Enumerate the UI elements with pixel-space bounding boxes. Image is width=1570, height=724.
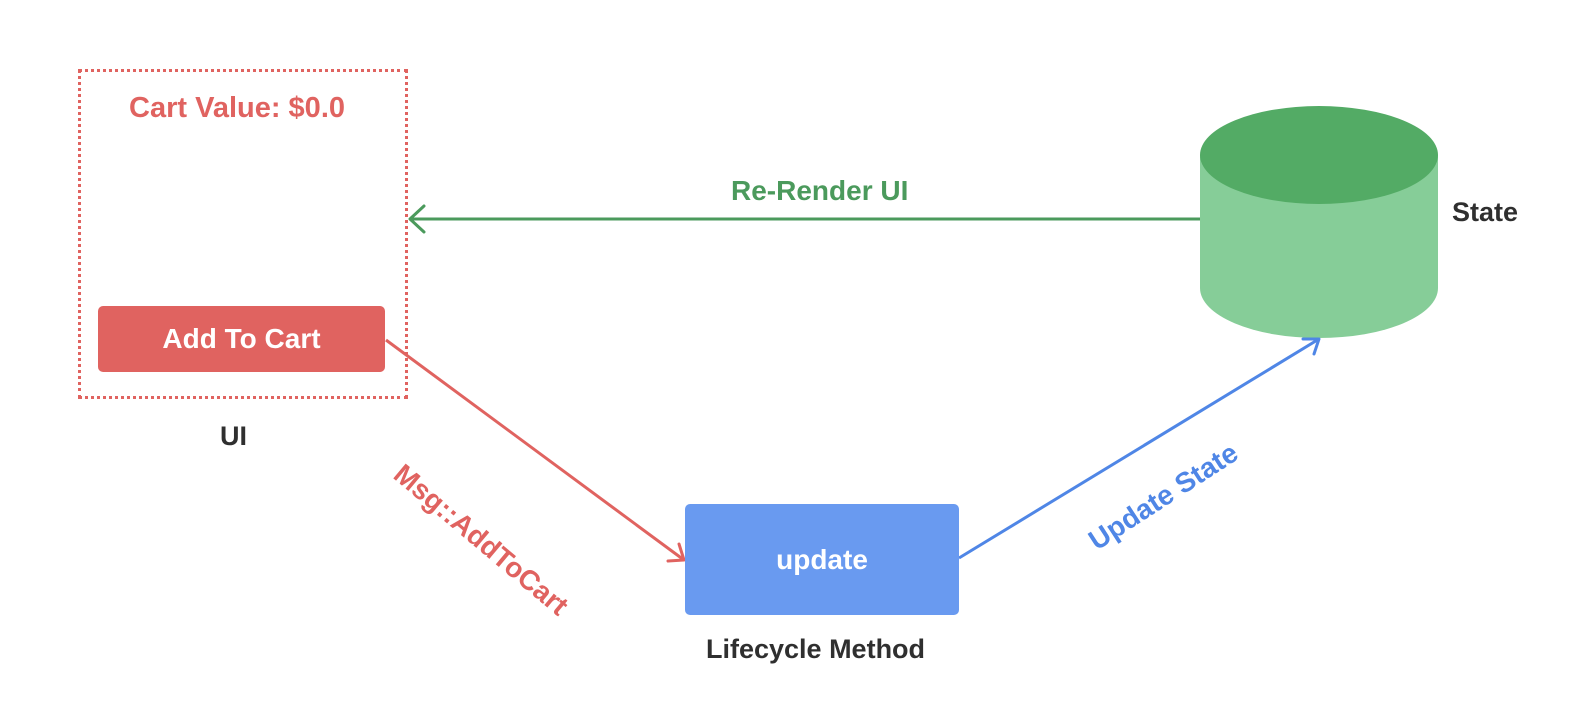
update-state-arrow — [958, 337, 1321, 560]
ui-component-frame — [78, 69, 408, 399]
update-method-box: update — [685, 504, 959, 615]
cart-value-text: Cart Value: $0.0 — [129, 92, 345, 124]
rerender-label: Re-Render UI — [731, 175, 909, 206]
state-caption: State — [1452, 197, 1519, 227]
add-to-cart-button[interactable]: Add To Cart — [98, 306, 385, 372]
ui-caption: UI — [220, 421, 247, 451]
rerender-arrow — [408, 204, 1200, 234]
message-arrow — [385, 338, 686, 563]
lifecycle-caption: Lifecycle Method — [706, 634, 926, 664]
state-database-icon — [1200, 106, 1438, 338]
